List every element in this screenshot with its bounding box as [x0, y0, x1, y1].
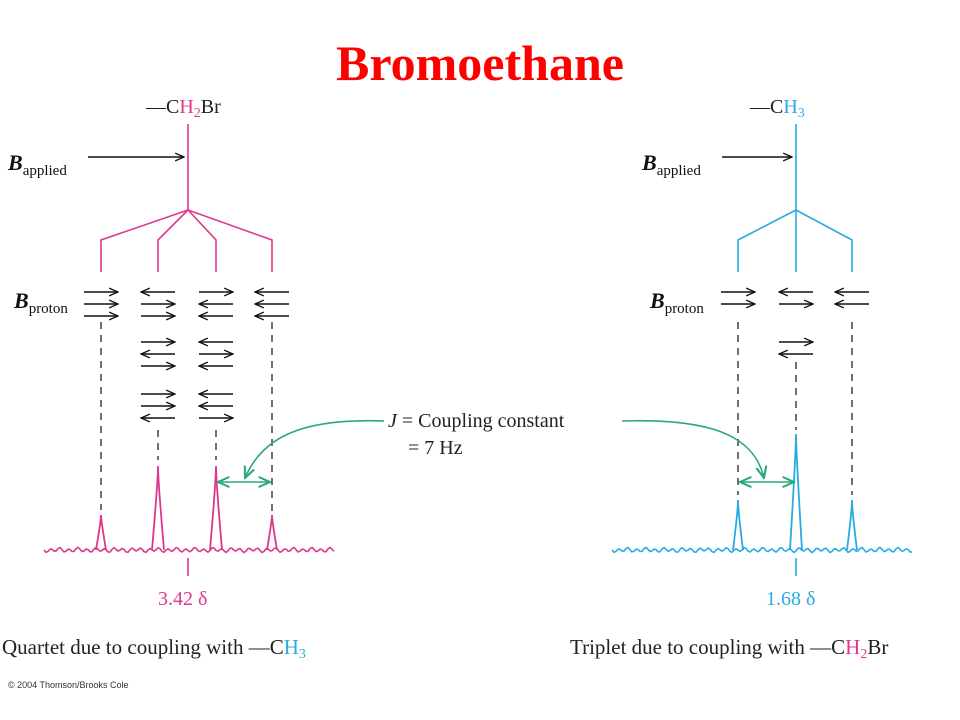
- coupling-line1-text: = Coupling constant: [396, 410, 565, 432]
- right-caption-suffix: Br: [867, 635, 889, 659]
- left-b-proton-sub: proton: [28, 301, 68, 317]
- right-spectrum-baseline: [611, 546, 913, 554]
- left-caption-h: H: [283, 635, 299, 659]
- right-caption-prefix: C: [831, 635, 846, 659]
- right-b-applied-symbol: B: [642, 150, 657, 175]
- left-peak-2: [151, 465, 165, 551]
- right-peak-1: [732, 499, 744, 551]
- right-b-applied-label: Bapplied: [642, 150, 701, 179]
- right-splitting-tree: [737, 124, 853, 272]
- right-group-prefix: C: [770, 96, 784, 118]
- left-group-prefix: C: [166, 96, 180, 118]
- right-j-pointer: [621, 419, 764, 478]
- left-peak-3: [209, 465, 223, 551]
- right-peak-3: [846, 499, 858, 551]
- left-caption-dash: —: [248, 635, 270, 659]
- left-b-proton-label: Bproton: [14, 288, 68, 317]
- left-splitting-tree: [100, 124, 273, 272]
- coupling-constant-graphics: [218, 419, 794, 482]
- left-group-h: H: [179, 96, 194, 118]
- left-group-dash: —: [146, 96, 166, 118]
- right-group-sub: 3: [797, 106, 805, 121]
- left-peak-1: [95, 514, 107, 551]
- left-group-sub: 2: [193, 106, 201, 121]
- right-caption-sub: 2: [860, 647, 868, 662]
- left-peak-4: [266, 514, 278, 551]
- left-j-pointer: [245, 419, 385, 478]
- right-group-h: H: [783, 96, 798, 118]
- right-peak-2: [789, 433, 803, 551]
- dashed-drop-lines: [100, 322, 853, 515]
- left-b-proton-symbol: B: [14, 288, 29, 313]
- coupling-constant-line2: = 7 Hz: [408, 437, 463, 459]
- left-chemical-shift: 3.42 δ: [158, 588, 208, 610]
- left-b-applied-label: Bapplied: [8, 150, 67, 179]
- right-b-proton-label: Bproton: [650, 288, 704, 317]
- right-b-proton-sub: proton: [664, 301, 704, 317]
- left-group-label: —CH2Br: [146, 96, 221, 121]
- left-caption-text: Quartet due to coupling with: [2, 635, 249, 659]
- right-group-label: —CH3: [750, 96, 805, 121]
- right-b-applied-sub: applied: [656, 163, 701, 179]
- page-title: Bromoethane: [336, 35, 624, 91]
- right-caption: Triplet due to coupling with —CH2Br: [570, 635, 889, 662]
- left-group-suffix: Br: [200, 96, 221, 118]
- right-caption-text: Triplet due to coupling with: [570, 635, 811, 659]
- coupling-constant-line1: J = Coupling constant: [388, 410, 564, 433]
- left-b-applied-symbol: B: [8, 150, 23, 175]
- left-caption-sub: 3: [298, 647, 306, 662]
- right-chemical-shift: 1.68 δ: [766, 588, 816, 610]
- copyright-notice: © 2004 Thomson/Brooks Cole: [8, 680, 129, 690]
- right-b-proton-symbol: B: [650, 288, 665, 313]
- left-caption: Quartet due to coupling with —CH3: [2, 635, 306, 662]
- coupling-j-symbol: J: [388, 410, 397, 432]
- right-caption-dash: —: [810, 635, 832, 659]
- left-b-applied-sub: applied: [22, 163, 67, 179]
- right-triplet-peaks: [732, 433, 858, 551]
- left-caption-prefix: C: [269, 635, 284, 659]
- right-caption-h: H: [845, 635, 861, 659]
- proton-spin-arrows: [84, 292, 869, 418]
- left-spectrum-baseline: [43, 546, 335, 554]
- left-quartet-peaks: [95, 465, 278, 551]
- right-group-dash: —: [750, 96, 770, 118]
